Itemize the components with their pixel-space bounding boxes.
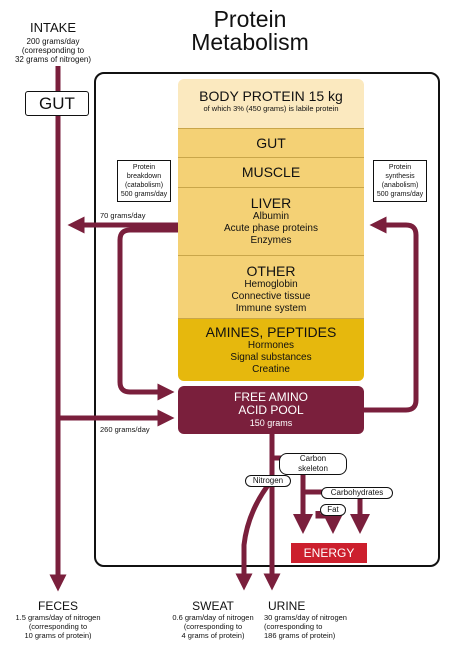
fat-label: Fat: [320, 504, 346, 516]
breakdown-line-1: Protein: [132, 164, 156, 171]
intake-line-3: 32 grams of nitrogen): [14, 55, 92, 64]
liver-item: Acute phase proteins: [224, 223, 318, 234]
other-heading: OTHER: [246, 263, 296, 279]
synthesis-note: Protein synthesis (anabolism) 500 grams/…: [373, 160, 427, 202]
amines-section: AMINES, PEPTIDES Hormones Signal substan…: [178, 319, 364, 381]
gut-box: GUT: [25, 91, 89, 116]
pool-amount: 150 grams: [249, 418, 293, 428]
feces-line-1: 1.5 grams/day of nitrogen: [15, 613, 101, 622]
gut-section: GUT: [178, 129, 364, 158]
synthesis-line-4: 500 grams/day: [376, 191, 424, 198]
liver-heading: LIVER: [250, 195, 292, 211]
carbon-skeleton-label: Carbon skeleton: [279, 453, 347, 475]
liver-item: Albumin: [252, 211, 290, 222]
sweat-line-3: 4 grams of protein): [181, 631, 245, 640]
feces-output: FECES 1.5 grams/day of nitrogen (corresp…: [0, 599, 116, 641]
energy-box: ENERGY: [291, 543, 367, 563]
synthesis-arrow: [364, 216, 419, 413]
pool-line-2: ACID POOL: [238, 403, 304, 417]
flow-70-label: 70 grams/day: [100, 211, 146, 220]
other-section: OTHER Hemoglobin Connective tissue Immun…: [178, 256, 364, 319]
breakdown-line-2: breakdown: [126, 173, 162, 180]
sweat-line-1: 0.6 gram/day of nitrogen: [172, 613, 254, 622]
fat-line: [315, 511, 343, 534]
liver-item: Enzymes: [250, 235, 292, 246]
body-protein-sub: of which 3% (450 grams) is labile protei…: [203, 104, 339, 113]
synthesis-line-3: (anabolism): [381, 182, 419, 189]
body-panel: [94, 72, 440, 567]
title-line-2: Metabolism: [191, 29, 309, 55]
muscle-section: MUSCLE: [178, 158, 364, 188]
other-item: Connective tissue: [231, 291, 311, 302]
intake-line-1: 200 grams/day: [26, 37, 80, 46]
feces-line-2: (corresponding to: [28, 622, 88, 631]
urine-output: URINE 30 grams/day of nitrogen (correspo…: [264, 599, 384, 641]
other-item: Hemoglobin: [244, 279, 298, 290]
breakdown-note: Protein breakdown (catabolism) 500 grams…: [117, 160, 171, 202]
sweat-heading: SWEAT: [192, 599, 234, 613]
amines-heading: AMINES, PEPTIDES: [205, 324, 337, 340]
other-item: Immune system: [235, 303, 307, 314]
intake-line-2: (corresponding to: [21, 46, 85, 55]
intake-detail: 200 grams/day (corresponding to 32 grams…: [2, 37, 104, 64]
urine-line-1: 30 grams/day of nitrogen: [264, 613, 347, 622]
pool-line-1: FREE AMINO: [233, 390, 308, 404]
amines-item: Signal substances: [230, 352, 312, 363]
nitrogen-label: Nitrogen: [245, 475, 291, 487]
amines-item: Hormones: [247, 340, 295, 351]
sweat-line-2: (corresponding to: [183, 622, 243, 631]
liver-section: LIVER Albumin Acute phase proteins Enzym…: [178, 188, 364, 256]
flow-260-label: 260 grams/day: [100, 425, 150, 434]
gut-section-label: GUT: [256, 135, 286, 151]
carbohydrates-label: Carbohydrates: [321, 487, 393, 499]
title-line-1: Protein: [213, 6, 287, 32]
feces-heading: FECES: [37, 599, 78, 613]
liver-to-pool-arrow: [117, 227, 178, 401]
urine-line-2: (corresponding to: [264, 622, 323, 631]
body-protein-section: BODY PROTEIN 15 kg of which 3% (450 gram…: [178, 79, 364, 129]
body-protein-heading: BODY PROTEIN 15 kg: [199, 88, 343, 104]
breakdown-line-4: 500 grams/day: [120, 191, 168, 198]
diagram-title: Protein Metabolism: [150, 8, 350, 54]
sweat-output: SWEAT 0.6 gram/day of nitrogen (correspo…: [148, 599, 278, 641]
urine-line-3: 186 grams of protein): [264, 631, 336, 640]
sweat-branch: [235, 478, 274, 591]
synthesis-line-1: Protein: [388, 164, 412, 171]
synthesis-line-2: synthesis: [385, 173, 415, 180]
free-amino-acid-pool: FREE AMINO ACID POOL 150 grams: [178, 386, 364, 434]
muscle-section-label: MUSCLE: [241, 164, 301, 180]
amines-item: Creatine: [252, 364, 290, 375]
body-protein-stack: BODY PROTEIN 15 kg of which 3% (450 gram…: [178, 79, 364, 381]
breakdown-line-3: (catabolism): [124, 182, 164, 189]
urine-heading: URINE: [268, 599, 306, 613]
intake-heading: INTAKE: [30, 20, 76, 35]
feces-line-3: 10 grams of protein): [24, 631, 92, 640]
